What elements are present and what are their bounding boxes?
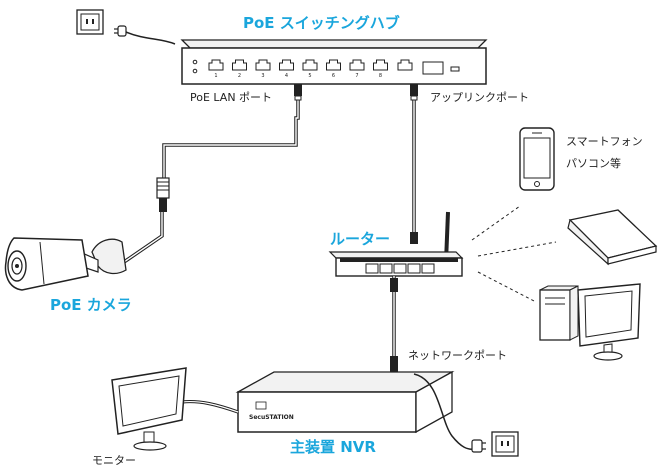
wall-outlet-top-icon bbox=[76, 9, 104, 35]
switch-port-number: 4 bbox=[285, 73, 288, 79]
monitor-label: モニター bbox=[92, 454, 136, 467]
switch-port-number: 7 bbox=[355, 73, 358, 79]
desktop-pc-icon bbox=[539, 283, 641, 361]
router-icon bbox=[328, 211, 464, 277]
pc-label: パソコン等 bbox=[566, 157, 621, 170]
laptop-icon bbox=[567, 209, 658, 266]
poe-camera-cable bbox=[123, 96, 300, 264]
nvr-brand: SecuSTATION bbox=[249, 414, 294, 421]
switch-port-number: 2 bbox=[238, 73, 241, 79]
wireless-links bbox=[471, 205, 557, 303]
rj45-plug-nvr bbox=[390, 356, 398, 372]
wall-outlet-bottom-icon bbox=[491, 431, 519, 457]
switch-port-number: 3 bbox=[261, 73, 264, 79]
nvr-icon: SecuSTATION bbox=[235, 370, 455, 434]
monitor-cable bbox=[181, 399, 239, 414]
power-plug-bottom-icon bbox=[471, 439, 486, 453]
switch-power-cable bbox=[125, 31, 176, 45]
nvr-title: 主装置 NVR bbox=[290, 438, 376, 456]
poe-switch: 1 2 3 4 5 6 7 8 bbox=[180, 39, 488, 85]
rj45-plug-router-top bbox=[410, 232, 418, 244]
poe-switch-title: PoE スイッチングハブ bbox=[243, 14, 400, 32]
poe-camera-icon bbox=[4, 237, 127, 291]
smartphone-icon bbox=[519, 127, 555, 191]
poe-camera-title: PoE カメラ bbox=[50, 296, 132, 314]
switch-port-number: 1 bbox=[214, 73, 217, 79]
network-port-label: ネットワークポート bbox=[408, 349, 507, 362]
uplink-port-label: アップリンクポート bbox=[430, 91, 529, 104]
switch-port-number: 8 bbox=[379, 73, 382, 79]
rj45-plug-switch-poe bbox=[294, 84, 302, 101]
poe-lan-port-label: PoE LAN ポート bbox=[190, 91, 273, 104]
monitor-icon bbox=[111, 367, 187, 451]
rj45-plug-router-bottom bbox=[390, 278, 398, 292]
power-plug-top-icon bbox=[114, 25, 127, 37]
router-title: ルーター bbox=[330, 230, 391, 248]
nvr-power-cable bbox=[413, 373, 479, 450]
switch-port-number: 5 bbox=[308, 73, 311, 79]
switch-port-number: 6 bbox=[332, 73, 335, 79]
smartphone-label: スマートフォン bbox=[566, 135, 643, 148]
rj45-plug-switch-uplink bbox=[410, 84, 418, 101]
rj45-connector-camera bbox=[156, 177, 170, 212]
